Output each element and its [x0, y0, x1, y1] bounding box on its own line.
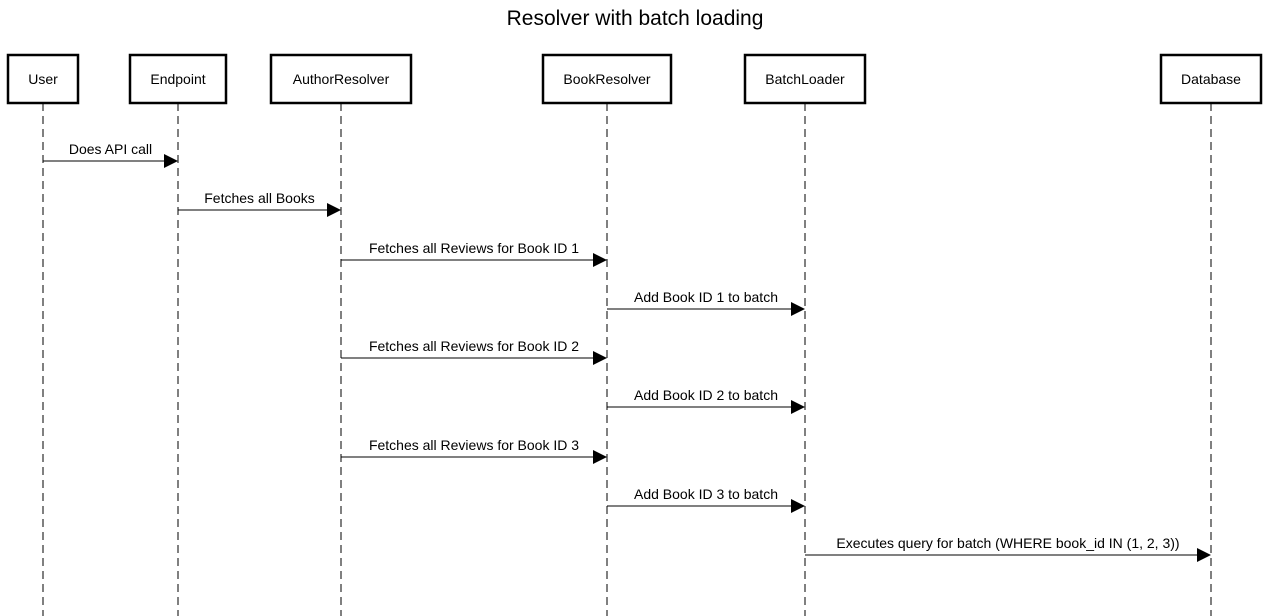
- arrowhead-icon: [327, 203, 341, 217]
- message-label: Fetches all Reviews for Book ID 1: [369, 240, 579, 256]
- message-label: Add Book ID 3 to batch: [634, 486, 778, 502]
- participant-endpoint: Endpoint: [128, 53, 228, 105]
- message-label: Fetches all Reviews for Book ID 3: [369, 437, 579, 453]
- arrowhead-icon: [593, 253, 607, 267]
- arrowhead-icon: [593, 450, 607, 464]
- message: Fetches all Reviews for Book ID 2: [341, 338, 607, 365]
- participant-label: BatchLoader: [765, 71, 845, 87]
- message-label: Does API call: [69, 141, 152, 157]
- message: Add Book ID 1 to batch: [607, 289, 805, 316]
- message: Fetches all Reviews for Book ID 3: [341, 437, 607, 464]
- participant-box: [6, 53, 80, 105]
- participants: User Endpoint AuthorResolver BookResolver Ba…: [6, 53, 1263, 105]
- arrowhead-icon: [791, 302, 805, 316]
- message: Add Book ID 2 to batch: [607, 387, 805, 414]
- message: Fetches all Books: [178, 190, 341, 217]
- arrowhead-icon: [593, 351, 607, 365]
- message-label: Add Book ID 1 to batch: [634, 289, 778, 305]
- message-label: Add Book ID 2 to batch: [634, 387, 778, 403]
- arrowhead-icon: [1197, 548, 1211, 562]
- participant-label: Database: [1181, 71, 1241, 87]
- lifelines: [42, 103, 1212, 616]
- participant-db: Database: [1159, 53, 1263, 105]
- participant-book: BookResolver: [541, 53, 673, 105]
- message-label: Fetches all Books: [204, 190, 315, 206]
- message: Does API call: [43, 141, 178, 168]
- participant-box: [541, 53, 673, 105]
- arrowhead-icon: [164, 154, 178, 168]
- participant-label: AuthorResolver: [293, 71, 390, 87]
- message-label: Fetches all Reviews for Book ID 2: [369, 338, 579, 354]
- arrowhead-icon: [791, 400, 805, 414]
- participant-label: Endpoint: [150, 71, 205, 87]
- participant-label: BookResolver: [563, 71, 650, 87]
- participant-box: [269, 53, 413, 105]
- participant-batch: BatchLoader: [743, 53, 867, 105]
- arrowhead-icon: [791, 499, 805, 513]
- message: Fetches all Reviews for Book ID 1: [341, 240, 607, 267]
- participant-box: [128, 53, 228, 105]
- message: Executes query for batch (WHERE book_id …: [805, 535, 1211, 562]
- participant-box: [1159, 53, 1263, 105]
- participant-label: User: [28, 71, 58, 87]
- diagram-title: Resolver with batch loading: [507, 7, 764, 30]
- message: Add Book ID 3 to batch: [607, 486, 805, 513]
- participant-box: [743, 53, 867, 105]
- message-label: Executes query for batch (WHERE book_id …: [836, 535, 1179, 551]
- participant-author: AuthorResolver: [269, 53, 413, 105]
- participant-user: User: [6, 53, 80, 105]
